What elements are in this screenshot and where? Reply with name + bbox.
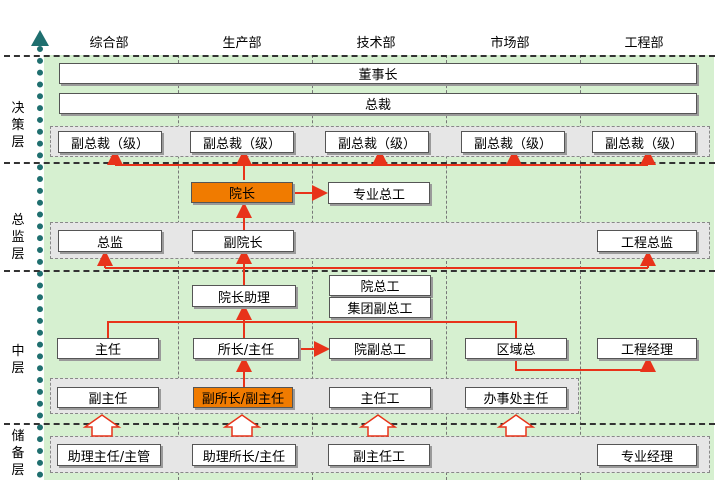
layer-divider (4, 270, 715, 272)
layer-label-decision: 决策层 (11, 101, 25, 150)
dean-box: 院长 (191, 182, 293, 203)
vertical-axis (37, 46, 43, 478)
institute-vice-chief-engineer-box: 院副总工 (329, 338, 431, 359)
asst-head-box: 助理主任/主管 (57, 444, 161, 466)
deputy-institute-head-box: 副所长/副主任 (193, 387, 293, 408)
layer-divider (4, 423, 715, 425)
deputy-chief-engineer-staff-box: 副主任工 (328, 444, 430, 466)
chief-engineer-prof-box: 专业总工 (328, 182, 430, 204)
layer-divider (4, 55, 715, 57)
eng-director-box: 工程总监 (597, 230, 697, 252)
column-header-engineering: 工程部 (624, 36, 664, 51)
regional-head-box: 区域总 (465, 338, 567, 359)
group-vice-chief-engineer-box: 集团副总工 (329, 297, 431, 318)
director-box: 总监 (58, 230, 162, 252)
layer-label-director: 总监层 (11, 213, 25, 262)
vp-box-general: 副总裁（级） (58, 131, 162, 153)
axis-up-arrow-icon (31, 30, 49, 46)
deputy-head-box: 副主任 (57, 387, 159, 408)
eng-manager-box: 工程经理 (597, 338, 697, 359)
dean-assistant-box: 院长助理 (192, 285, 296, 307)
president-box: 总裁 (59, 93, 697, 114)
asst-institute-head-box: 助理所长/主任 (192, 444, 296, 466)
column-header-general: 综合部 (89, 36, 129, 51)
layer-divider (4, 162, 715, 164)
vice-dean-box: 副院长 (192, 230, 294, 252)
prof-manager-box: 专业经理 (597, 444, 697, 466)
vp-box-technology: 副总裁（级） (325, 131, 429, 153)
head-box: 主任 (57, 338, 159, 359)
office-head-box: 办事处主任 (465, 387, 567, 408)
vp-box-production: 副总裁（级） (190, 131, 294, 153)
layer-label-middle: 中层 (11, 344, 25, 376)
column-header-marketing: 市场部 (490, 36, 530, 51)
layer-label-reserve: 储备层 (11, 429, 25, 478)
column-header-production: 生产部 (222, 36, 262, 51)
institute-head-box: 所长/主任 (193, 338, 299, 359)
vp-box-engineering: 副总裁（级） (592, 131, 696, 153)
chief-engineer-staff-box: 主任工 (329, 387, 431, 408)
vp-box-marketing: 副总裁（级） (461, 131, 565, 153)
institute-chief-engineer-box: 院总工 (329, 275, 431, 296)
column-header-technology: 技术部 (356, 36, 396, 51)
chairman-box: 董事长 (59, 63, 697, 84)
